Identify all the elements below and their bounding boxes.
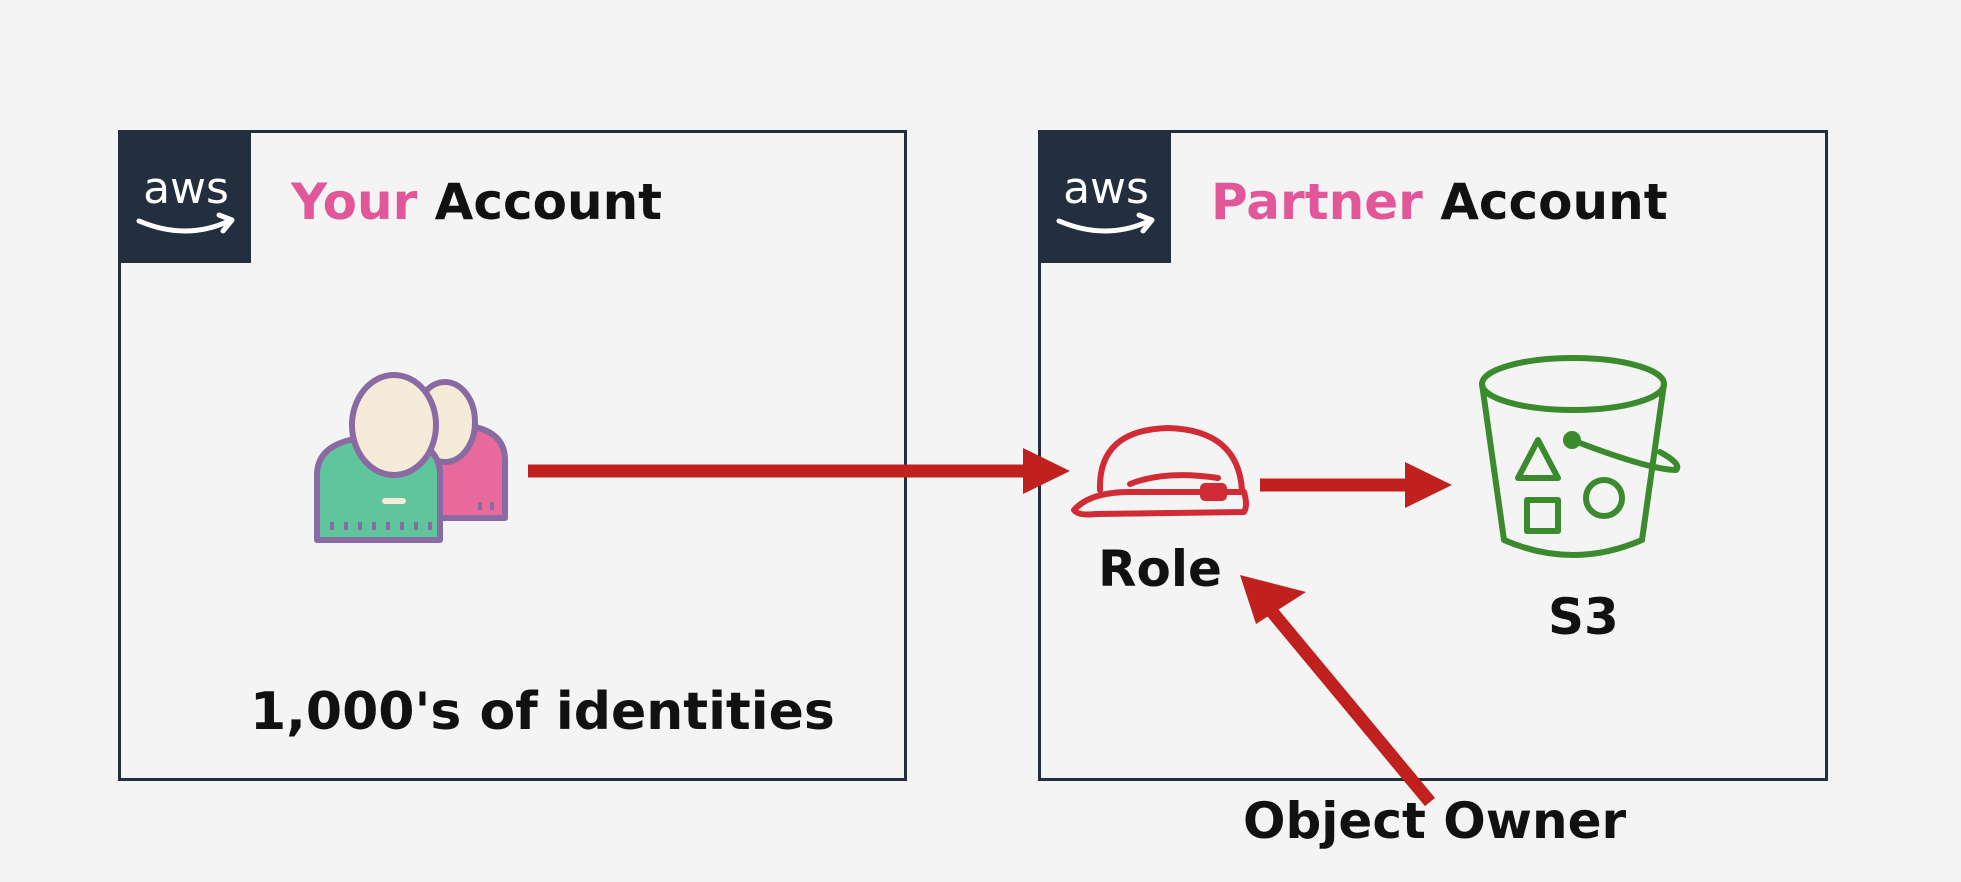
partner-accent: Partner	[1211, 173, 1423, 231]
arrow-users-to-role	[528, 448, 1070, 494]
role-label: Role	[1098, 540, 1222, 598]
partner-account-title: Partner Account	[1211, 173, 1668, 231]
users-icon	[314, 372, 508, 543]
aws-logo-icon: aws	[121, 133, 251, 263]
your-account-title: Your Account	[291, 173, 662, 231]
hardhat-role-icon	[1071, 425, 1249, 518]
identities-caption: 1,000's of identities	[250, 682, 835, 742]
s3-bucket-icon	[1479, 355, 1681, 558]
object-owner-label: Object Owner	[1243, 792, 1627, 850]
your-account-box: aws Your Account	[118, 130, 907, 781]
your-account-word: Account	[434, 173, 663, 231]
aws-logo-icon: aws	[1041, 133, 1171, 263]
svg-text:aws: aws	[143, 163, 229, 214]
arrow-owner-to-role	[1240, 575, 1435, 807]
partner-account-word: Account	[1440, 173, 1668, 231]
partner-account-box: aws Partner Account	[1038, 130, 1828, 781]
svg-text:aws: aws	[1063, 163, 1149, 214]
your-accent: Your	[291, 173, 418, 231]
arrow-role-to-s3	[1260, 462, 1452, 508]
s3-label: S3	[1548, 588, 1619, 646]
